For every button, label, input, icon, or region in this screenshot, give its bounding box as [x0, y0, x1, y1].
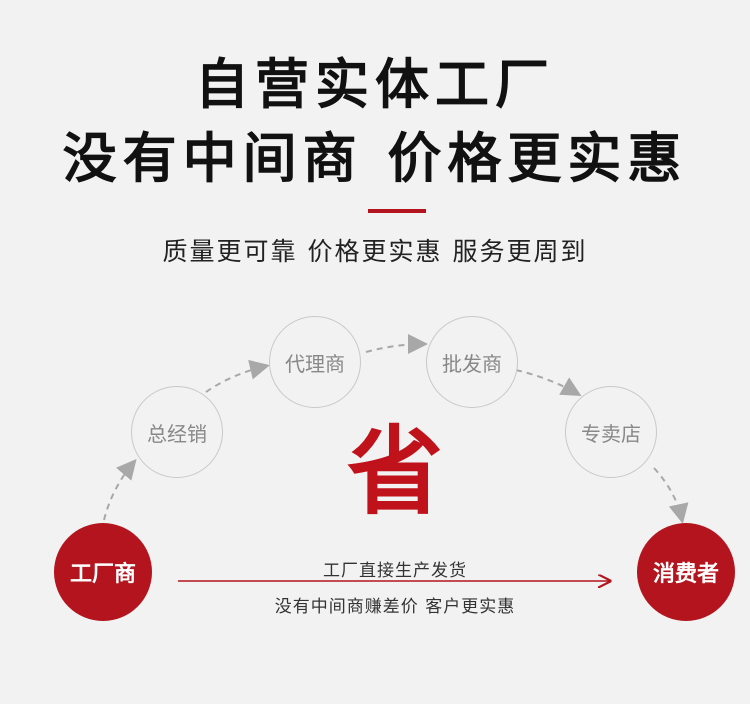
node-retailer-label: 专卖店 — [581, 421, 641, 446]
node-agent: 代理商 — [269, 316, 361, 408]
node-general-distributor-label: 总经销 — [147, 421, 207, 446]
headline-line-1: 自营实体工厂 — [195, 53, 555, 116]
node-retailer: 专卖店 — [565, 386, 657, 478]
node-factory-label: 工厂商 — [69, 562, 136, 587]
arrow-factory-to-general — [103, 458, 137, 521]
node-wholesaler: 批发商 — [426, 316, 518, 408]
save-character: 省 — [347, 416, 443, 528]
node-consumer-label: 消费者 — [652, 562, 719, 587]
node-consumer: 消费者 — [637, 523, 735, 621]
arrow-agent-to-wholesaler — [365, 334, 428, 355]
node-general-distributor: 总经销 — [131, 386, 223, 478]
arrow-retailer-to-consumer — [653, 467, 689, 524]
arrow-wholesaler-to-retailer — [515, 369, 582, 396]
node-wholesaler-label: 批发商 — [442, 351, 502, 376]
headline-line-2: 没有中间商 价格更实惠 — [62, 127, 688, 190]
node-factory: 工厂商 — [54, 523, 152, 621]
direct-shipping-note: 工厂直接生产发货 — [323, 561, 467, 581]
subtitle: 质量更可靠 价格更实惠 服务更周到 — [162, 237, 588, 266]
arrow-general-to-agent — [205, 359, 270, 393]
node-agent-label: 代理商 — [285, 351, 345, 376]
title-divider — [368, 209, 426, 213]
no-middleman-note: 没有中间商赚差价 客户更实惠 — [274, 597, 516, 617]
